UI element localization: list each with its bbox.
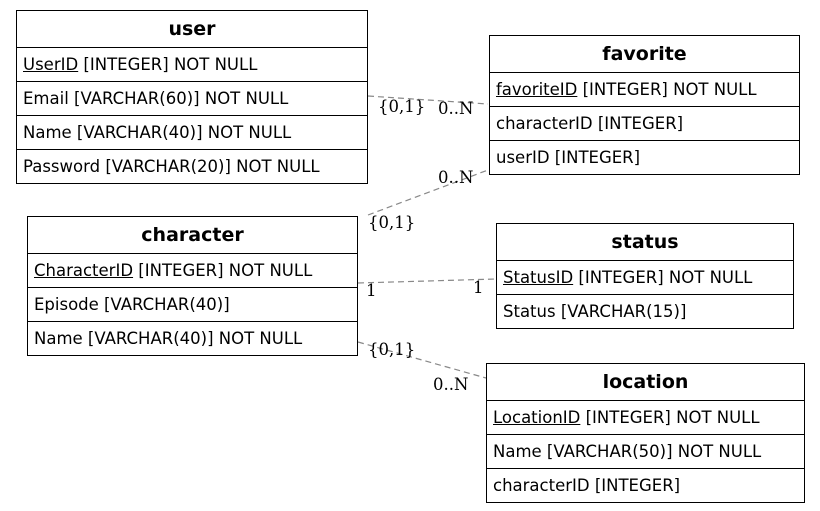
attribute-row: Email [VARCHAR(60)] NOT NULL: [17, 82, 367, 116]
primary-key: favoriteID: [496, 80, 578, 99]
attribute-type: [INTEGER] NOT NULL: [580, 408, 760, 427]
entity-character[interactable]: character CharacterID [INTEGER] NOT NULL…: [27, 216, 358, 356]
primary-key: LocationID: [493, 408, 581, 427]
cardinality-user-side: {0,1}: [378, 97, 426, 116]
attribute-row: Name [VARCHAR(50)] NOT NULL: [487, 435, 804, 469]
cardinality-location-side: 0..N: [433, 375, 469, 394]
primary-key: CharacterID: [34, 261, 134, 280]
entity-title: user: [17, 11, 367, 48]
primary-key: StatusID: [503, 268, 574, 287]
attribute-type: [INTEGER] NOT NULL: [78, 55, 258, 74]
attribute-row: UserID [INTEGER] NOT NULL: [17, 48, 367, 82]
rel-line-character-favorite: [367, 169, 489, 216]
entity-status[interactable]: status StatusID [INTEGER] NOT NULL Statu…: [496, 223, 794, 329]
attribute-row: Status [VARCHAR(15)]: [503, 302, 687, 321]
primary-key: UserID: [23, 55, 79, 74]
entity-title: location: [487, 364, 804, 401]
entity-title: status: [497, 224, 793, 261]
rel-line-character-status: [357, 278, 497, 284]
cardinality-character-side: {0,1}: [368, 213, 416, 232]
attribute-row: Name [VARCHAR(40)] NOT NULL: [34, 329, 303, 348]
entity-favorite[interactable]: favorite favoriteID [INTEGER] NOT NULL c…: [489, 35, 800, 175]
attribute-type: [INTEGER] NOT NULL: [133, 261, 313, 280]
entity-location[interactable]: location LocationID [INTEGER] NOT NULL N…: [486, 363, 805, 503]
attribute-row: Password [VARCHAR(20)] NOT NULL: [23, 157, 320, 176]
cardinality-favorite-side: 0..N: [438, 168, 474, 187]
rel-line-character-location: [357, 341, 487, 379]
attribute-row: favoriteID [INTEGER] NOT NULL: [490, 73, 799, 107]
attribute-row: characterID [INTEGER]: [490, 107, 799, 141]
attribute-row: Episode [VARCHAR(40)]: [28, 288, 357, 322]
cardinality-status-side: 1: [473, 278, 484, 297]
cardinality-character-side: 1: [366, 281, 377, 300]
attribute-row: StatusID [INTEGER] NOT NULL: [497, 261, 793, 295]
cardinality-character-side: {0,1}: [368, 340, 416, 359]
attribute-type: [INTEGER] NOT NULL: [577, 80, 757, 99]
attribute-row: LocationID [INTEGER] NOT NULL: [487, 401, 804, 435]
entity-title: favorite: [490, 36, 799, 73]
attribute-row: Name [VARCHAR(40)] NOT NULL: [17, 116, 367, 150]
rel-line-user-favorite: [367, 95, 489, 105]
attribute-type: [INTEGER] NOT NULL: [573, 268, 753, 287]
cardinality-favorite-side: 0..N: [438, 99, 474, 118]
attribute-row: characterID [INTEGER]: [493, 476, 681, 495]
attribute-row: userID [INTEGER]: [496, 148, 641, 167]
entity-title: character: [28, 217, 357, 254]
attribute-row: CharacterID [INTEGER] NOT NULL: [28, 254, 357, 288]
entity-user[interactable]: user UserID [INTEGER] NOT NULL Email [VA…: [16, 10, 368, 184]
